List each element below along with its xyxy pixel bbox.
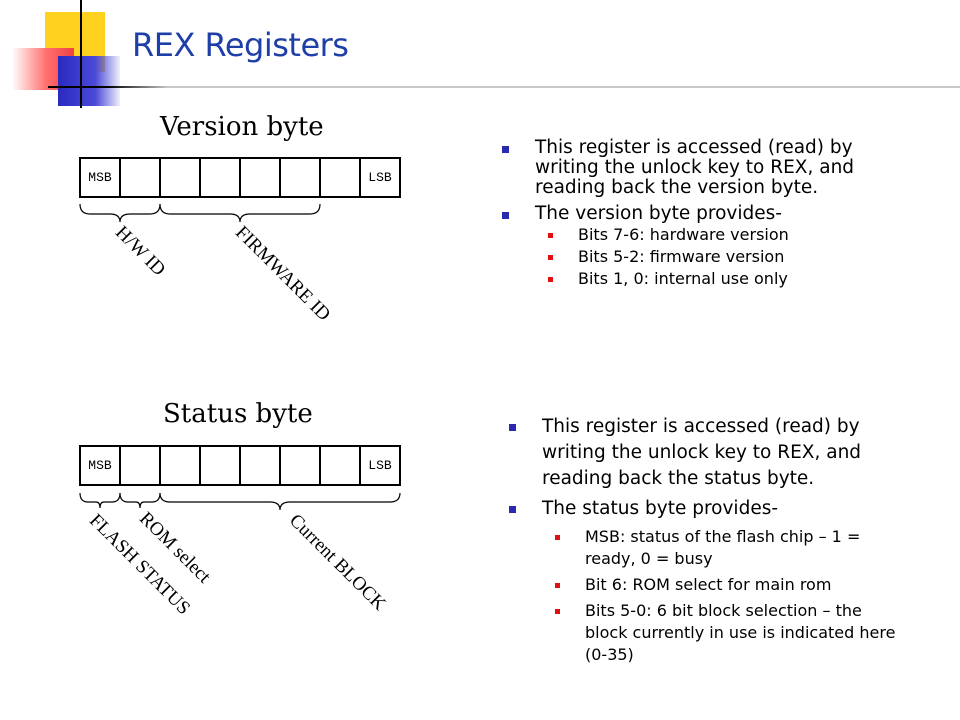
status-sub-msb: MSB: status of the flash chip – 1 = read…	[507, 526, 907, 570]
version-bullets: This register is accessed (read) by writ…	[500, 138, 900, 290]
status-bit-4	[199, 445, 241, 486]
version-bit-1	[319, 157, 361, 198]
logo-blue-square	[58, 56, 120, 106]
status-bit-0: LSB	[359, 445, 401, 486]
version-byte-title: Version byte	[160, 112, 324, 142]
version-bit-2	[279, 157, 321, 198]
status-byte-title: Status byte	[163, 399, 313, 429]
status-bullets: This register is accessed (read) by writ…	[507, 414, 907, 666]
hw-id-brace	[79, 203, 161, 223]
status-sub-bit-6: Bit 6: ROM select for main rom	[507, 574, 907, 596]
status-bit-2	[279, 445, 321, 486]
version-sub-bits-1-0: Bits 1, 0: internal use only	[500, 268, 900, 290]
version-bit-6	[119, 157, 161, 198]
status-byte-register: MSB LSB	[79, 445, 401, 486]
rom-select-brace	[119, 492, 161, 509]
version-bit-7: MSB	[79, 157, 121, 198]
version-bit-0: LSB	[359, 157, 401, 198]
current-block-brace	[159, 492, 401, 511]
version-bullet-access: This register is accessed (read) by writ…	[500, 138, 900, 198]
version-bit-5	[159, 157, 201, 198]
status-sub-bits-5-0: Bits 5-0: 6 bit block selection – the bl…	[507, 600, 907, 666]
logo-vertical-line	[80, 0, 82, 108]
status-bullet-provides: The status byte provides-	[507, 496, 907, 522]
status-bit-3	[239, 445, 281, 486]
version-byte-register: MSB LSB	[79, 157, 401, 198]
status-bit-1	[319, 445, 361, 486]
status-bullet-access: This register is accessed (read) by writ…	[507, 414, 907, 492]
version-bullet-provides: The version byte provides-	[500, 204, 900, 224]
firmware-id-brace	[159, 203, 321, 223]
version-bit-3	[239, 157, 281, 198]
version-sub-bits-5-2: Bits 5-2: firmware version	[500, 246, 900, 268]
version-sub-bits-7-6: Bits 7-6: hardware version	[500, 224, 900, 246]
status-bit-6	[119, 445, 161, 486]
flash-status-brace	[79, 492, 121, 509]
title-underline	[48, 86, 960, 88]
status-bit-5	[159, 445, 201, 486]
status-bit-7: MSB	[79, 445, 121, 486]
version-bit-4	[199, 157, 241, 198]
slide-title: REX Registers	[132, 26, 349, 64]
